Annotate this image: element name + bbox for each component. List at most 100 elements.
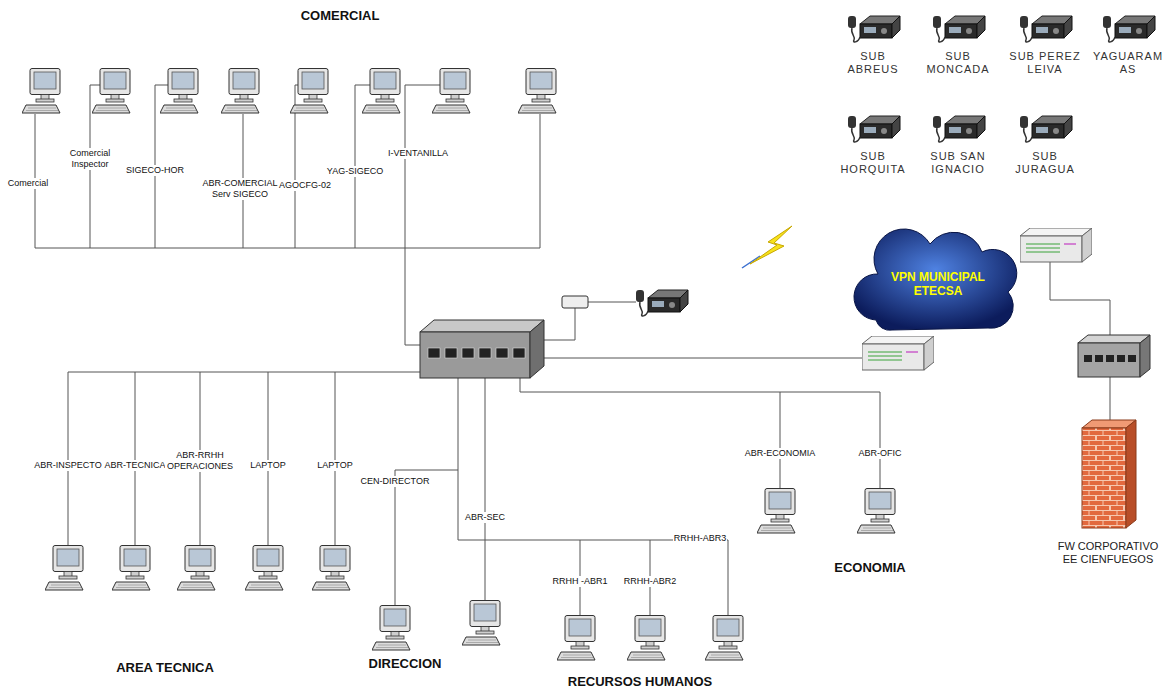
computer-icon — [112, 546, 150, 591]
radio-label: SUB PEREZ LEIVA — [1000, 50, 1090, 76]
computer-label: LAPTOP — [249, 460, 286, 471]
computer-icon — [92, 69, 130, 114]
section-title: COMERCIAL — [301, 8, 380, 23]
radio-label: SUB ABREUS — [843, 50, 903, 76]
radio-icon — [933, 16, 985, 42]
radio-label: YAGUARAM AS — [1092, 50, 1164, 76]
computer-label: ABR-INSPECTO — [33, 460, 102, 471]
economia-cable — [520, 378, 880, 488]
cloud-outline — [854, 229, 1017, 330]
computer-icon — [757, 489, 795, 534]
radio-label: SUB JURAGUA — [1012, 150, 1078, 176]
computer-label: Comercial Inspector — [64, 148, 116, 170]
node-text: SUB JURAGUA — [1012, 150, 1078, 176]
computer-icon — [160, 69, 198, 114]
tecnica-cable — [68, 372, 420, 545]
computer-icon — [372, 606, 410, 651]
node-text: ABR-RRHH OPERACIONES — [165, 450, 235, 472]
vpn-cloud: VPN MUNICIPAL ETECSA — [862, 234, 1014, 334]
computer-label: ABR-TECNICA — [103, 460, 166, 471]
node-text: SUB MONCADA — [925, 50, 991, 76]
computer-icon — [857, 489, 895, 534]
node-text: RRHH -ABR1 — [551, 576, 608, 587]
node-text: LAPTOP — [249, 460, 286, 471]
node-text: Comercial Inspector — [64, 148, 116, 170]
computer-label: RRHH -ABR1 — [551, 576, 608, 587]
lightning-symbol — [750, 226, 792, 264]
node-text: ABR-TECNICA — [103, 460, 166, 471]
node-text: ABR-OFIC — [857, 448, 902, 459]
radio-label: SUB HORQUITA — [835, 150, 911, 176]
network-cables — [35, 85, 1110, 615]
node-text: CEN-DIRECTOR — [360, 476, 431, 487]
node-text: SUB ABREUS — [843, 50, 903, 76]
uplink-cable — [544, 262, 1110, 421]
radio-icon — [848, 116, 900, 142]
radio-label: SUB MONCADA — [925, 50, 991, 76]
computer-label: SIGECO-HOR — [125, 165, 185, 176]
computer-icon — [221, 69, 259, 114]
node-text: FW CORPORATIVO EE CIENFUEGOS — [1049, 540, 1167, 566]
comercial-cable — [35, 85, 540, 345]
radio-icon — [1020, 116, 1072, 142]
radio-icon — [1103, 16, 1155, 42]
computer-label: ABR-SEC — [464, 512, 506, 523]
node-text: SUB HORQUITA — [835, 150, 911, 176]
node-text: ABR-INSPECTO — [33, 460, 102, 471]
node-text: LAPTOP — [316, 460, 353, 471]
computer-label: Comercial — [7, 178, 50, 189]
router-icon — [862, 336, 934, 370]
computer-label: RRHH-ABR3 — [673, 533, 728, 544]
node-text: I-VENTANILLA — [387, 148, 449, 159]
computers — [22, 69, 895, 661]
switch-symbol — [1078, 335, 1150, 377]
computer-label: I-VENTANILLA — [387, 148, 449, 159]
computer-icon — [557, 616, 595, 661]
node-text: RRHH-ABR3 — [673, 533, 728, 544]
computer-icon — [22, 69, 60, 114]
computer-label: CEN-DIRECTOR — [360, 476, 431, 487]
node-text: RRHH-ABR2 — [623, 576, 678, 587]
computer-icon — [462, 601, 500, 646]
radio-icon — [636, 290, 688, 316]
node-text: ABR-SEC — [464, 512, 506, 523]
node-text: VPN MUNICIPAL ETECSA — [886, 270, 990, 298]
radio-wave — [742, 256, 760, 268]
node-text: SIGECO-HOR — [125, 165, 185, 176]
computer-icon — [432, 69, 470, 114]
computer-icon — [177, 546, 215, 591]
computer-label: AGOCFG-02 — [278, 180, 332, 191]
router-icon — [1020, 228, 1092, 262]
radio-icon — [1020, 16, 1072, 42]
computer-icon — [518, 69, 556, 114]
computer-icon — [362, 69, 400, 114]
section-title: DIRECCION — [369, 656, 442, 671]
modem-symbol — [562, 296, 588, 308]
node-text: ABR-ECONOMIA — [744, 448, 817, 459]
node-text: AGOCFG-02 — [278, 180, 332, 191]
computer-label: ABR-ECONOMIA — [744, 448, 817, 459]
radio-label: SUB SAN IGNACIO — [921, 150, 996, 176]
radio-icon — [933, 116, 985, 142]
section-title: ECONOMIA — [834, 560, 906, 575]
computer-icon — [45, 546, 83, 591]
firewall-symbol — [1082, 420, 1136, 528]
node-text: SUB SAN IGNACIO — [921, 150, 996, 176]
switch-symbol — [420, 320, 544, 378]
computer-icon — [312, 546, 350, 591]
radio-icon — [848, 16, 900, 42]
computer-icon — [290, 69, 328, 114]
node-text: ABR-COMERCIAL Serv SIGECO — [200, 178, 280, 200]
computer-label: ABR-COMERCIAL Serv SIGECO — [200, 178, 280, 200]
firewall-label: FW CORPORATIVO EE CIENFUEGOS — [1049, 540, 1167, 566]
node-text: Comercial — [7, 178, 50, 189]
computer-icon — [245, 546, 283, 591]
computer-label: LAPTOP — [316, 460, 353, 471]
computer-label: ABR-OFIC — [857, 448, 902, 459]
section-title: AREA TECNICA — [116, 660, 214, 675]
computer-label: YAG-SIGECO — [326, 166, 384, 177]
node-text: YAG-SIGECO — [326, 166, 384, 177]
computer-label: RRHH-ABR2 — [623, 576, 678, 587]
